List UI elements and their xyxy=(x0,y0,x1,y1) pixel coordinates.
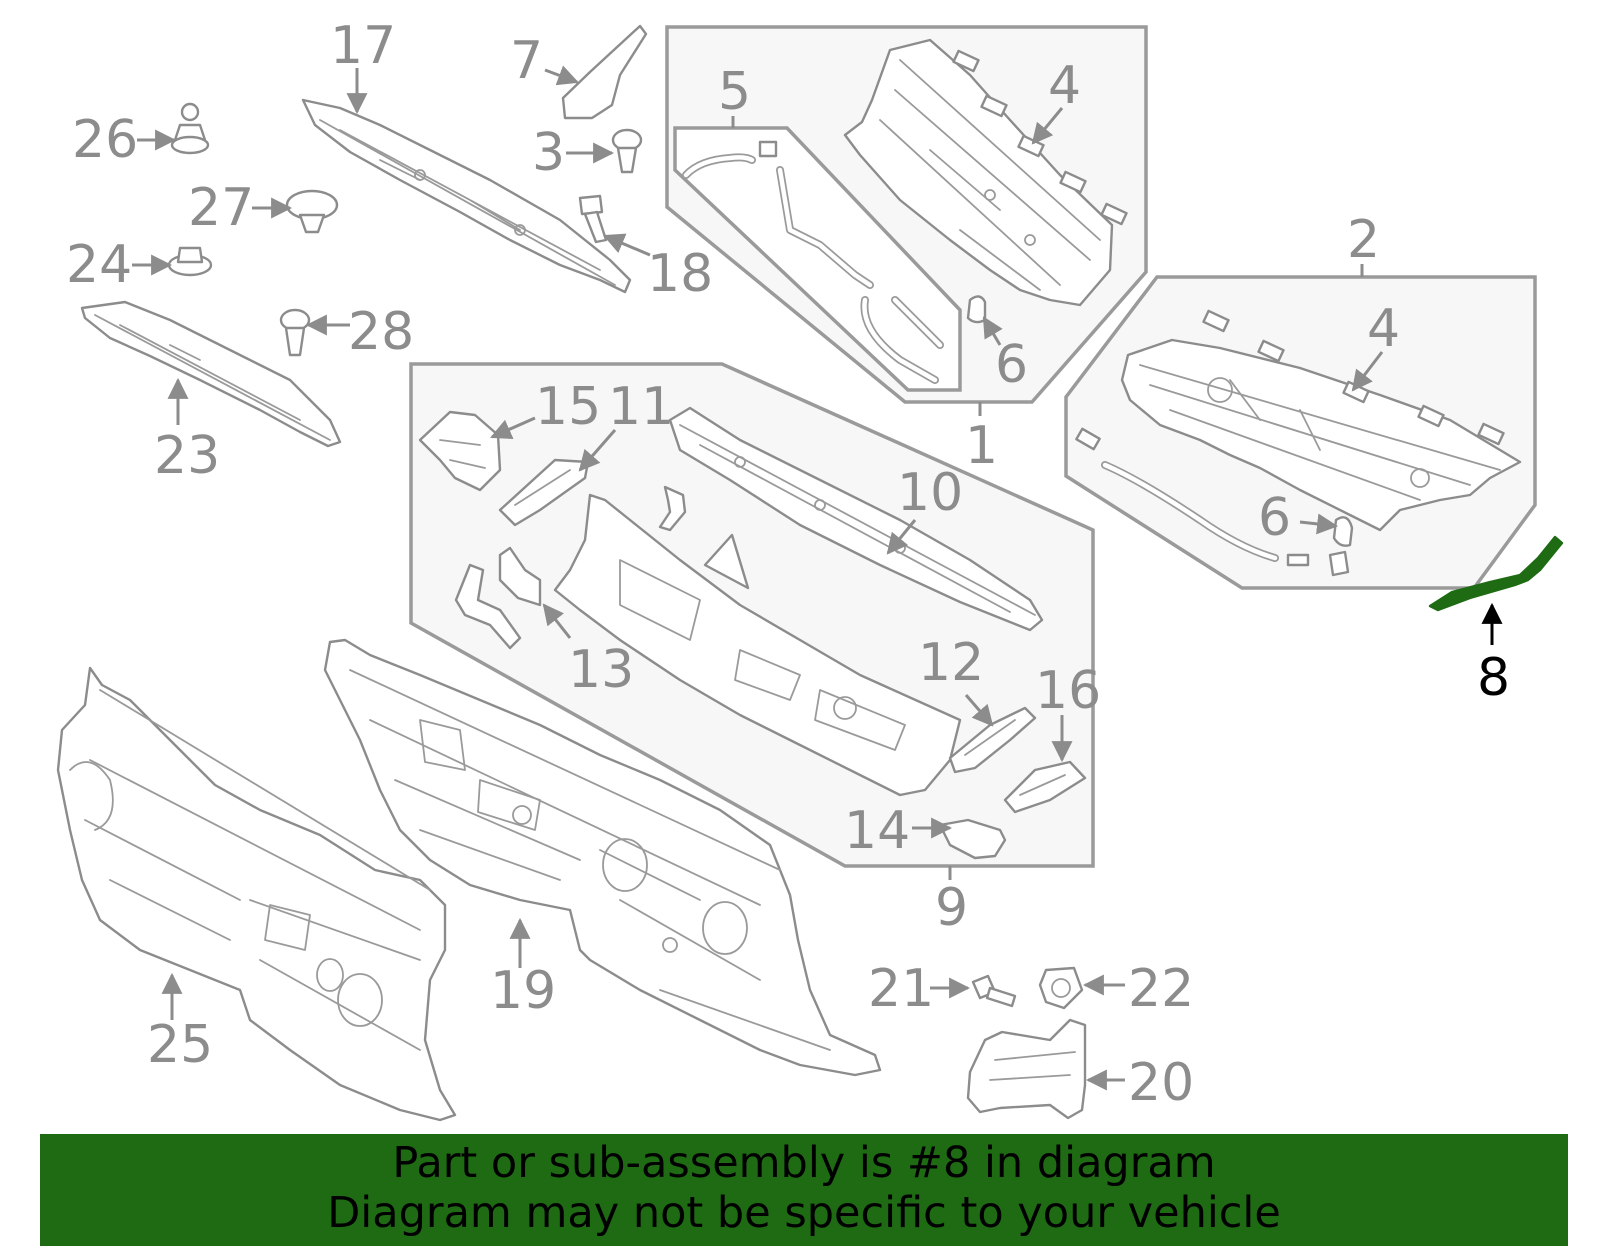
group-box-5 xyxy=(673,126,962,392)
part-16-bracket xyxy=(1003,760,1087,814)
callout-16: 16 xyxy=(1035,661,1101,721)
callout-3: 3 xyxy=(532,123,565,183)
part-22-nut xyxy=(1038,966,1084,1010)
part-21-bolt xyxy=(971,974,1017,1008)
callout-18: 18 xyxy=(647,244,713,304)
leader-13 xyxy=(542,603,572,639)
part-14-bracket xyxy=(938,818,1007,860)
part-11-bracket xyxy=(498,458,590,527)
part-bracket-b xyxy=(703,533,750,590)
callout-8: 8 xyxy=(1477,648,1510,708)
part-28-clip xyxy=(279,308,311,357)
part-10-cowl-upper xyxy=(668,406,1044,632)
part-15-bracket xyxy=(418,410,502,492)
callout-17: 17 xyxy=(330,16,396,76)
leader-6b xyxy=(1299,513,1339,535)
callout-26: 26 xyxy=(72,110,138,170)
callout-10: 10 xyxy=(897,463,963,523)
callout-9: 9 xyxy=(935,878,968,938)
part-6-nozzle-b xyxy=(1332,516,1354,547)
callout-22: 22 xyxy=(1128,959,1194,1019)
callout-15: 15 xyxy=(535,377,601,437)
part-bracket-c xyxy=(454,563,522,650)
callout-6a: 6 xyxy=(995,335,1028,395)
part-bracket-a xyxy=(658,485,687,532)
callout-7: 7 xyxy=(510,31,543,91)
part-7-bracket xyxy=(561,24,648,120)
group-box-1 xyxy=(665,25,1148,404)
callout-23: 23 xyxy=(154,426,220,486)
part-1-cowl xyxy=(843,38,1128,307)
leader-4b xyxy=(1351,351,1384,392)
leader-7 xyxy=(544,65,579,86)
part-26-clip xyxy=(170,102,210,155)
callout-5: 5 xyxy=(718,62,751,122)
banner-line-1: Part or sub-assembly is #8 in diagram xyxy=(392,1138,1216,1188)
banner-line-2: Diagram may not be specific to your vehi… xyxy=(327,1188,1281,1238)
leader-12 xyxy=(964,694,994,727)
callout-4a: 4 xyxy=(1048,56,1081,116)
part-25-insulator xyxy=(56,666,457,1122)
part-19-dash-panel xyxy=(323,638,882,1077)
callout-24: 24 xyxy=(66,235,132,295)
part-18-bolt xyxy=(578,194,608,244)
part-13-bracket xyxy=(498,546,542,607)
callout-13: 13 xyxy=(568,640,634,700)
callout-27: 27 xyxy=(188,178,254,238)
callout-1: 1 xyxy=(965,416,998,476)
part-5-washer-hose xyxy=(682,140,944,384)
part-6-nozzle-a xyxy=(966,295,987,324)
leader-11 xyxy=(578,429,617,472)
part-23-panel xyxy=(80,300,342,448)
leader-4a xyxy=(1031,107,1064,145)
leader-18 xyxy=(603,233,651,257)
part-9-cowl-lower xyxy=(553,493,962,797)
callout-14: 14 xyxy=(844,801,910,861)
part-2-cowl xyxy=(1075,309,1522,577)
callout-25: 25 xyxy=(147,1015,213,1075)
callout-28: 28 xyxy=(348,302,414,362)
info-banner: Part or sub-assembly is #8 in diagram Di… xyxy=(40,1134,1568,1246)
part-24-nut xyxy=(167,246,213,277)
callout-4b: 4 xyxy=(1367,299,1400,359)
leader-15 xyxy=(490,416,536,439)
callout-12: 12 xyxy=(918,633,984,693)
part-12-bracket xyxy=(948,706,1037,774)
part-27-clip xyxy=(285,189,339,234)
leader-10 xyxy=(886,519,917,555)
leader-6a xyxy=(982,316,1003,346)
part-20-bracket xyxy=(966,1018,1087,1120)
part-8-highlighted xyxy=(1428,535,1564,612)
callout-2: 2 xyxy=(1347,210,1380,270)
part-17-panel xyxy=(301,98,632,294)
callout-21: 21 xyxy=(868,959,934,1019)
part-3-clip xyxy=(611,128,643,174)
callout-19: 19 xyxy=(490,961,556,1021)
callout-11: 11 xyxy=(608,377,674,437)
callout-20: 20 xyxy=(1128,1053,1194,1113)
callout-6b: 6 xyxy=(1258,488,1291,548)
